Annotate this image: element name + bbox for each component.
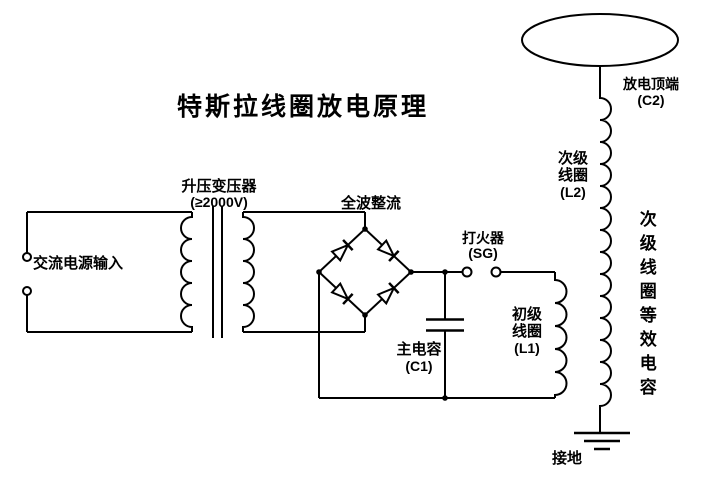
transformer-primary-winding [180, 212, 193, 332]
ac-input-label: 交流电源输入 [33, 255, 124, 272]
transformer-label: 升压变压器 [181, 178, 257, 195]
secondary-coil-label-line2: 线圈 [557, 167, 588, 184]
secondary-coil-ref-label: (L2) [560, 184, 586, 200]
discharge-toroid [521, 13, 679, 67]
rectifier-label: 全波整流 [340, 195, 401, 212]
spark-gap-ref-label: (SG) [468, 245, 498, 261]
main-capacitor-label: 主电容 [396, 341, 442, 358]
transformer-spec-label: (≥2000V) [190, 194, 248, 210]
page-title: 特斯拉线圈放电原理 [176, 93, 429, 121]
ac-terminal-top [22, 252, 32, 262]
primary-coil-label-line1: 初级 [511, 306, 542, 323]
primary-coil-ref-label: (L1) [514, 340, 540, 356]
ac-terminal-bottom [22, 286, 32, 296]
secondary-equivalent-capacitance-note: 次级线圈等效电容 [636, 210, 656, 402]
ground-label: 接地 [552, 450, 583, 467]
diode-bottom-right [376, 282, 400, 306]
top-terminal-ref-label: (C2) [637, 92, 665, 108]
junction-dots [316, 226, 448, 401]
diode-top-right [376, 238, 400, 262]
primary-coil-winding [554, 272, 568, 398]
top-terminal-label: 放电顶端 [623, 76, 679, 92]
spark-gap-electrode-right [490, 266, 502, 278]
primary-coil-label-line2: 线圈 [511, 323, 542, 340]
secondary-coil-label-line1: 次级 [557, 150, 588, 167]
diode-top-left [330, 239, 354, 263]
main-capacitor-ref-label: (C1) [405, 358, 433, 374]
spark-gap-electrode-left [461, 266, 473, 278]
secondary-coil-winding [599, 66, 612, 433]
transformer-secondary-winding [242, 212, 255, 332]
diode-bottom-left [330, 281, 354, 305]
spark-gap-label: 打火器 [462, 230, 504, 246]
bridge-diamond [317, 227, 413, 317]
